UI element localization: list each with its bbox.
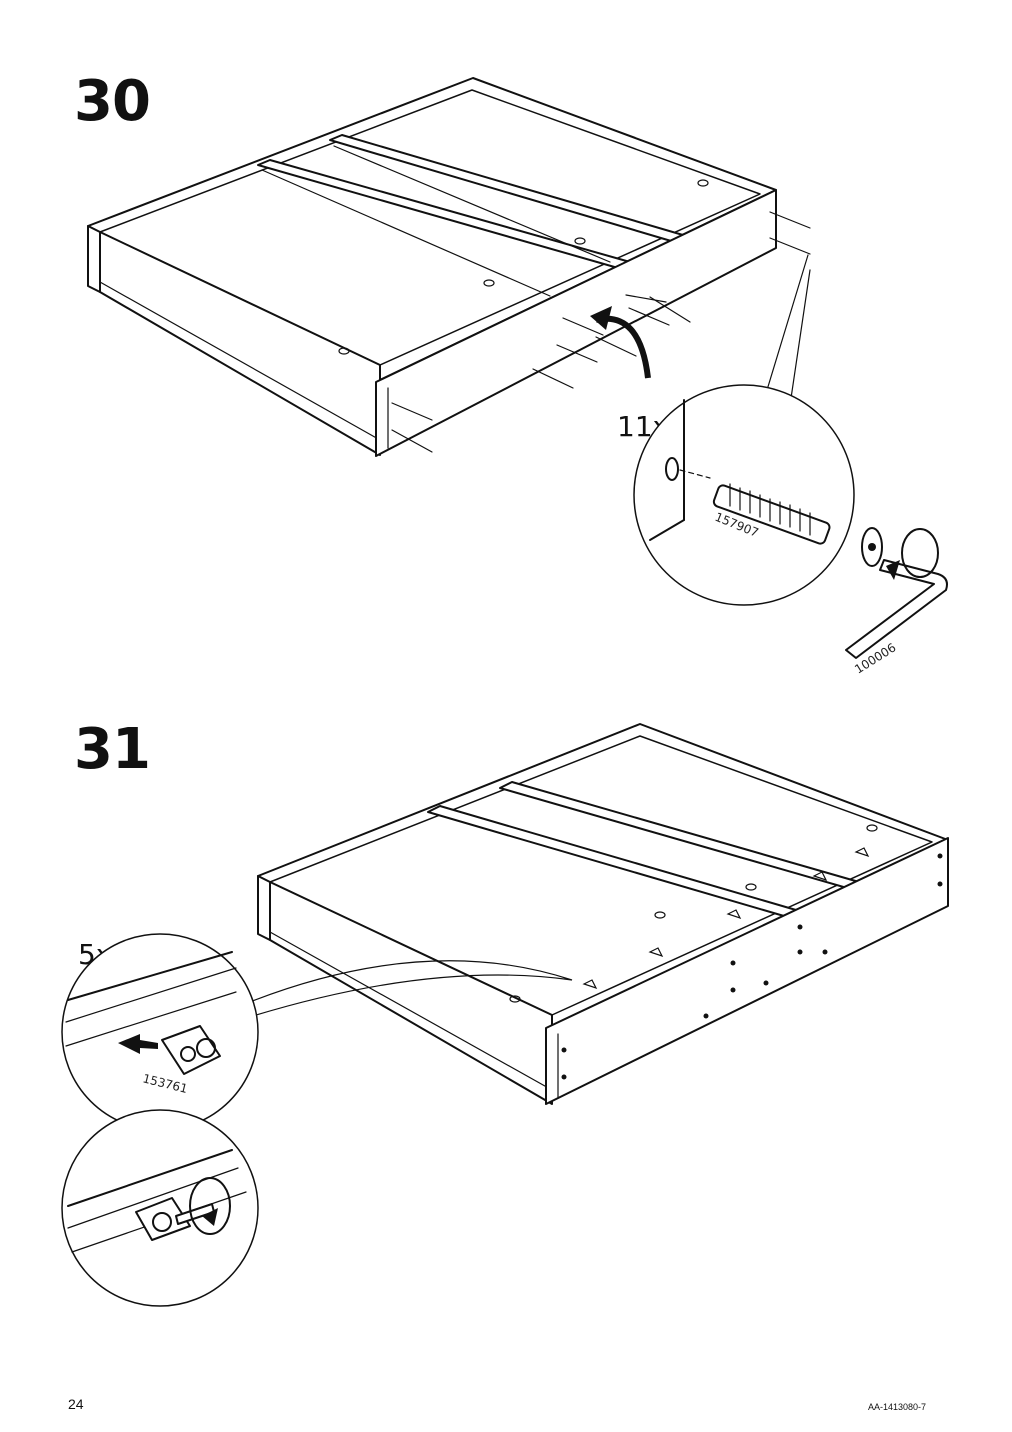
page-number: 24 [68,1396,84,1412]
step-30-bed-frame [87,77,811,457]
step-31-number: 31 [74,717,151,782]
step-31-zoom-callout-bottom [61,1109,259,1307]
step-30-zoom-callout: 157907 100006 [633,254,948,677]
step-31-bed-frame [257,723,949,1105]
connector-bolt [712,483,883,567]
document-code: AA-1413080-7 [868,1402,927,1412]
step-31-zoom-callout-top: 153761 [61,933,573,1131]
step-30-bolts [391,211,811,453]
push-arrow-icon [118,1034,158,1054]
hex-key-icon [845,528,948,659]
step-30-number: 30 [74,69,151,134]
screwdriver-icon [175,1177,231,1235]
corner-brackets [582,847,870,990]
